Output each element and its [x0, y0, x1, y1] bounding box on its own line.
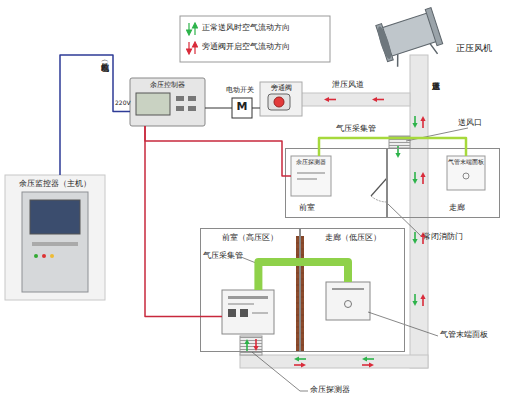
- panel-port: [463, 173, 469, 179]
- room-area: 走廊（低压区） 气管末端面板: [300, 228, 405, 352]
- fan: 正压风机: [372, 5, 506, 67]
- motor-symbol: [232, 98, 252, 118]
- bypass-valve: 旁通阀: [260, 82, 302, 116]
- annotation-label: 泄压风道: [332, 80, 364, 89]
- door-leaf: [371, 178, 387, 196]
- monitor-host: 余压监控器（主机）: [5, 175, 105, 300]
- controller-button: [176, 106, 184, 111]
- indicator-light: [42, 254, 46, 258]
- detector-device: [291, 156, 331, 196]
- signal-wire: [252, 108, 260, 109]
- monitor-frame: [5, 175, 105, 300]
- valve-actuator: [274, 97, 284, 107]
- controller-screen: [136, 93, 170, 115]
- detector-device: 余压探测器: [222, 290, 274, 334]
- room-area: 前室 余压探测器: [285, 148, 387, 218]
- node-label: 气管末端面板: [440, 330, 488, 339]
- panel-port: [345, 301, 352, 308]
- fan-symbol: [375, 8, 445, 70]
- signal-wire: [205, 108, 232, 109]
- node-label: 余压控制器: [130, 81, 205, 89]
- controller-body: [130, 78, 205, 126]
- device-line: [228, 296, 268, 299]
- motor-switch: M: [232, 98, 252, 118]
- leader-line: [241, 257, 256, 263]
- legend-text: 旁通阀开启空气流动方向: [202, 43, 290, 52]
- indicator-light: [34, 254, 38, 258]
- panel-device: 气管末端面板: [326, 282, 370, 320]
- swatch-arrow: [193, 23, 198, 35]
- legend-swatch: [186, 22, 198, 36]
- device-line: [297, 172, 325, 174]
- panel-device: 气管末端面板: [447, 156, 485, 190]
- controller-device: 余压控制器: [130, 78, 205, 126]
- swatch-arrow: [187, 42, 192, 54]
- pressure-tube: [258, 262, 348, 290]
- indicator-light: [50, 254, 54, 258]
- node-label: 前室（高压区）: [200, 233, 300, 242]
- device-line: [228, 303, 254, 305]
- signal-wire: [145, 126, 222, 316]
- node-label: 余压监控器（主机）: [5, 179, 105, 188]
- monitor-screen: [30, 200, 80, 234]
- panel-device: [326, 282, 370, 320]
- relief-duct: [300, 93, 410, 106]
- node-label: 正压风机: [456, 43, 492, 53]
- node-label: 气管末端面板: [447, 159, 485, 166]
- flow-arrows: [244, 97, 425, 368]
- air-outlet: [240, 336, 262, 355]
- annotation-label: 220V: [115, 100, 131, 107]
- node-label: 前室: [299, 203, 315, 212]
- swatch-arrow: [187, 23, 192, 35]
- controller-button: [188, 106, 196, 111]
- device-line: [332, 288, 364, 290]
- annotation-label: 气压采集管: [203, 252, 243, 261]
- node-label: 余压探测器: [310, 385, 350, 394]
- supply-duct: [410, 55, 428, 368]
- node-label: 走廊（低压区）: [300, 233, 405, 242]
- detector-device: 余压探测器: [291, 156, 331, 196]
- door-swing: [371, 196, 387, 202]
- power-wire: [60, 55, 130, 175]
- signal-wire: [145, 126, 291, 176]
- node-label: M: [232, 101, 252, 114]
- monitor-panel: [32, 242, 78, 246]
- qr-mark: [228, 309, 236, 317]
- detector-device: [222, 290, 274, 334]
- monitor-cabinet: [22, 192, 88, 292]
- node-label: 余压探测器: [291, 159, 331, 166]
- leader-line: [406, 128, 468, 141]
- swatch-arrow: [193, 42, 198, 54]
- panel-device: [447, 156, 485, 190]
- pressure-tube: [319, 138, 466, 156]
- leader-line: [388, 204, 422, 237]
- device-line: [297, 178, 317, 180]
- legend-swatch: [186, 41, 198, 55]
- controller-button: [176, 96, 184, 101]
- room-area: 走廊气管末端面板: [387, 148, 500, 218]
- supply-duct: [240, 355, 428, 368]
- annotation-label: 常闭消防门: [423, 232, 463, 241]
- qr-mark: [240, 309, 248, 317]
- air-outlet: [389, 136, 410, 148]
- legend-box: [180, 16, 330, 62]
- leader-line: [368, 312, 438, 336]
- legend-text: 正常送风时空气流动方向: [202, 24, 290, 33]
- node-label: 走廊: [449, 203, 465, 212]
- valve-body: [268, 94, 290, 110]
- device-line: [252, 312, 268, 314]
- leader-line: [252, 352, 308, 391]
- valve-frame: [260, 82, 302, 116]
- annotation-label: 电动开关: [226, 86, 254, 94]
- node-label: 旁通阀: [260, 84, 302, 92]
- annotation-label: 气压采集管: [336, 124, 376, 133]
- annotation-label: 送风口: [458, 118, 482, 127]
- controller-button: [188, 96, 196, 101]
- room-area: 前室（高压区） 余压探测器: [200, 228, 300, 352]
